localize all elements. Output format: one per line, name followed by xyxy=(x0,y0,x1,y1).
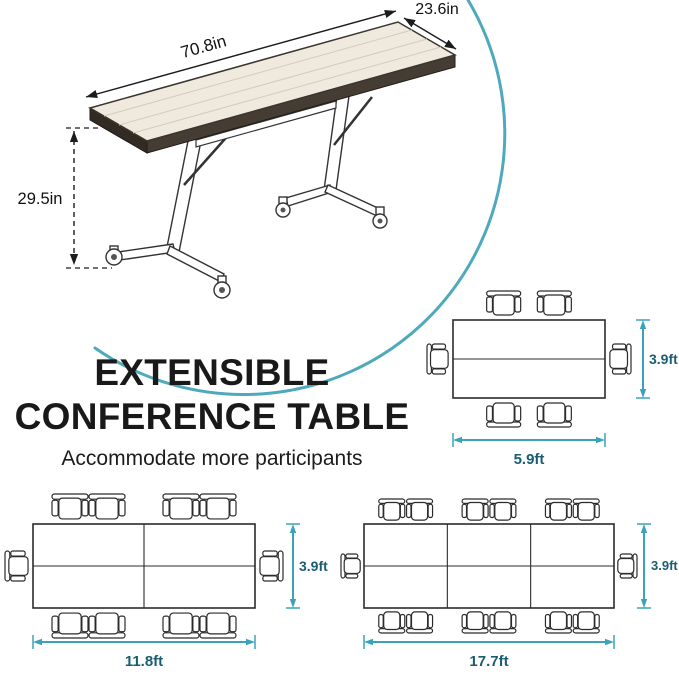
dimension-lines xyxy=(32,523,300,649)
chair-icon xyxy=(405,498,434,521)
chair-icon xyxy=(51,612,89,639)
chair-icon xyxy=(259,550,284,582)
depth-dimension-label: 23.6in xyxy=(415,1,459,18)
chair-icon xyxy=(199,612,237,639)
chair-icon xyxy=(536,290,572,316)
chair-icon xyxy=(536,402,572,428)
product-3d-illustration: 70.8in 23.6in 29.5in xyxy=(18,0,507,397)
chair-icon xyxy=(544,498,573,521)
width-dimension-label: 5.9ft xyxy=(514,451,545,468)
width-dimension-label: 11.8ft xyxy=(125,653,163,670)
chair-icon xyxy=(609,343,632,375)
layout-top-view-10-seats: 11.8ft 3.9ft xyxy=(4,493,328,670)
page-title-line-2: CONFERENCE TABLE xyxy=(14,395,410,437)
chair-icon xyxy=(199,493,237,520)
table-leg-right xyxy=(275,95,388,229)
page-title-line-1: EXTENSIBLE xyxy=(94,352,330,393)
chair-icon xyxy=(486,402,522,428)
decorative-arc xyxy=(93,0,507,397)
chair-icon xyxy=(378,611,406,634)
length-dimension-label: 70.8in xyxy=(179,31,229,62)
chair-icon xyxy=(4,550,29,582)
tabletop xyxy=(88,21,457,154)
chair-icon xyxy=(572,611,600,634)
chair-icon xyxy=(486,290,522,316)
dimension-lines xyxy=(363,523,651,649)
chair-icon xyxy=(426,343,449,375)
dim-depth: 23.6in xyxy=(403,1,459,50)
layout-top-view-6-seats: 5.9ft 3.9ft xyxy=(426,290,678,468)
width-dimension-label: 17.7ft xyxy=(469,653,508,670)
chair-icon xyxy=(405,611,434,634)
chair-icon xyxy=(88,612,126,639)
height-dimension-label: 3.9ft xyxy=(299,558,328,574)
chair-icon xyxy=(461,611,489,634)
chair-icon xyxy=(162,612,200,639)
height-dimension-label: 29.5in xyxy=(18,190,63,208)
chair-icon xyxy=(544,611,573,634)
height-dimension-label: 3.9ft xyxy=(649,351,678,367)
chair-icon xyxy=(617,553,638,579)
chair-icon xyxy=(489,498,517,521)
chair-icon xyxy=(461,498,489,521)
dim-height: 29.5in xyxy=(18,127,112,269)
chair-icon xyxy=(162,493,200,520)
chair-icon xyxy=(340,553,361,579)
chair-icon xyxy=(88,493,126,520)
chair-icon xyxy=(51,493,89,520)
page-subtitle: Accommodate more participants xyxy=(61,447,363,471)
chair-icon xyxy=(572,498,600,521)
layout-top-view-14-seats: 17.7ft 3.9ft xyxy=(340,498,678,670)
chair-icon xyxy=(489,611,517,634)
dimension-lines xyxy=(452,319,650,447)
leg-crossbar xyxy=(195,100,337,148)
title-block: EXTENSIBLE CONFERENCE TABLE Accommodate … xyxy=(0,351,424,471)
table-leg-left xyxy=(105,130,233,299)
height-dimension-label: 3.9ft xyxy=(651,558,678,573)
chair-icon xyxy=(378,498,406,521)
